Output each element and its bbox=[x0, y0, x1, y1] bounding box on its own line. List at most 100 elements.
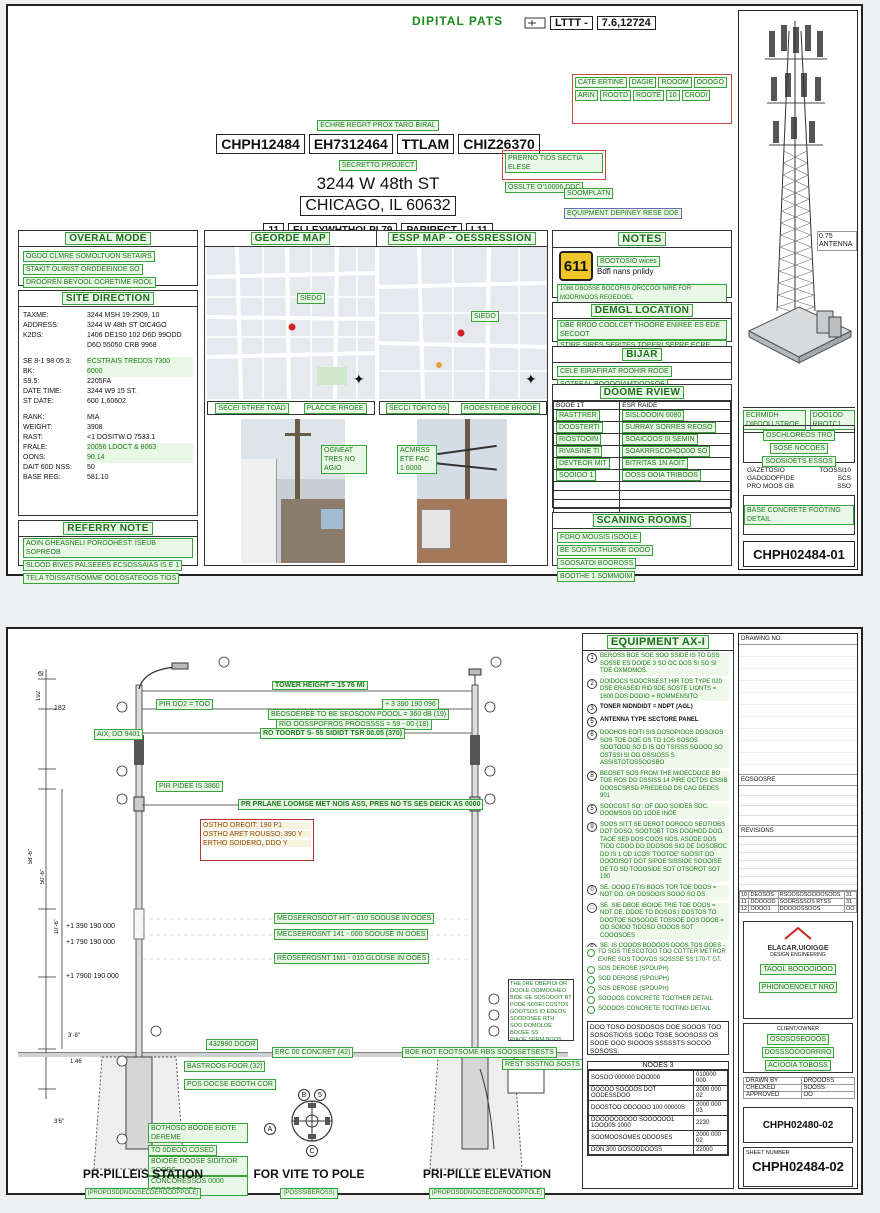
company-logo-icon bbox=[784, 926, 812, 940]
site-direction-row: S9.5:2205FA bbox=[19, 377, 197, 387]
doome-rview-title: DOOME RVIEW bbox=[599, 386, 685, 399]
site-id: TTLAM bbox=[396, 134, 455, 154]
measurement-1: MEOSEEROSOOT HIT - 010 SOOUSE IN OOES bbox=[274, 913, 435, 924]
site-id: EH7312464 bbox=[308, 134, 393, 154]
left-elevation-1: +1 390 190 000 bbox=[66, 923, 115, 930]
client-label: CLIENT/OWNER bbox=[776, 1026, 820, 1032]
site-direction-key: RANK: bbox=[23, 414, 45, 421]
demgl-location-line: DBE RRDO COOLCET THOORE ENIREE ES EDE SE… bbox=[557, 320, 727, 340]
map-right[interactable]: SIEDO ✦ bbox=[379, 247, 547, 399]
site-direction-key: WEIGHT: bbox=[23, 424, 53, 431]
red-callout-line-2: OSTHO ARET ROUSSO: 390 Y bbox=[203, 831, 311, 838]
view-title-1: PR-PILLEIS STATION bbox=[82, 1167, 204, 1181]
overall-mode-line: OGDO CLMRE SOMOLTUON SETAIRS bbox=[23, 251, 155, 262]
site-direction-row: BASE REG:581.10 bbox=[19, 473, 197, 483]
equipment-title: EQUIPMENT AX-I bbox=[606, 635, 710, 649]
equipment-tags: SOOMPLATN EQUIPMENT DEPINEY RESE DDE bbox=[564, 182, 682, 220]
map-left[interactable]: SIEDO ✦ bbox=[207, 247, 375, 399]
sheet-title: DIPITAL PATS bbox=[412, 14, 504, 28]
dim-label-8: 3'-8" bbox=[68, 1033, 80, 1039]
equipment-table-cell: DOOSTOO ODOOOO 100 00000S bbox=[588, 1100, 694, 1116]
equipment-legend-item: SOOOOS CONCRETE TOOTING DETAIL bbox=[598, 1006, 712, 1012]
callout-right-line: GOOTSOS IO EDEOS bbox=[510, 1009, 566, 1015]
callout-right-line: THE 0RE OBEPIOI OR OOOLE OOIMOOHEO bbox=[510, 981, 568, 994]
revision-cell: RSOOSOSOOOOSOOS bbox=[777, 891, 845, 899]
overall-mode-line: DROOREN BEYOOL OCRETIME ROOL bbox=[23, 277, 156, 288]
footer-note: BOIOEE DOOSE SIDITIOR SOOBS bbox=[148, 1156, 248, 1176]
site-direction-value: 50 bbox=[87, 464, 95, 471]
measurement-3: REOSEEROSNT 1M1 - 010 GLOUSE IN OOES bbox=[274, 953, 430, 964]
equipment-table-cell: DOOOOOOOOO SOOOOOO1 1OOO0S 1000 bbox=[588, 1115, 694, 1131]
equipment-legend-item: SOS DEROSE (SPOUPH) bbox=[598, 986, 669, 992]
view-sub-3: (PROPOSDDNOOSECDEROODPPOLE) bbox=[428, 1188, 546, 1199]
top-right-tag: 10 bbox=[665, 90, 680, 101]
equipment-item-text: SOOS SITT SE DEROT DOROCO SEOTIOBS DOT D… bbox=[600, 821, 729, 882]
site-direction-value: 3908 bbox=[87, 424, 103, 431]
callout-right-line: BIDE GE SOSOOOIT BT bbox=[510, 995, 572, 1001]
demgl-location-panel: DEMGL LOCATION DBE RRDO COOLCET THOORE E… bbox=[552, 302, 732, 360]
doome-rview-cell: SOAKRRSCOHOO0O SO bbox=[622, 446, 711, 457]
site-direction-key: ST DATE: bbox=[23, 398, 54, 405]
site-photo-right[interactable] bbox=[417, 419, 507, 563]
base-detail-label: BASE CONCRETE FOOTING DETAIL bbox=[744, 505, 854, 525]
site-direction-value: MIA bbox=[87, 414, 100, 421]
site-id: CHIZ26370 bbox=[458, 134, 540, 154]
legend-circle-icon bbox=[587, 976, 595, 984]
equipment-item-number: 5 bbox=[587, 717, 597, 727]
tower-box2-value: SSO bbox=[837, 483, 851, 490]
pole-label-2: AIX, DO 9401 bbox=[94, 729, 144, 740]
site-direction-row: TAXME:3244 MSH 19-2909, 10 bbox=[19, 311, 197, 321]
equipment-item-text: SOOCOST SO': OF DDO SOIDES SOC. DOOMSOS … bbox=[600, 803, 729, 819]
view-sub-1: (PROPOSDDNOOSECDEROODPPOLE) bbox=[84, 1188, 202, 1199]
doome-rview-cell: RASTTRER bbox=[556, 410, 600, 421]
site-photo-left[interactable] bbox=[241, 419, 345, 563]
photo-right-tag: ACMRSS ETE FAC 1 6000 bbox=[397, 445, 437, 474]
demgl-location-title: DEMGL LOCATION bbox=[590, 304, 694, 317]
site-direction-key: K2DS: bbox=[23, 332, 44, 339]
top-right-tag: ROOTE bbox=[633, 90, 664, 101]
call-811-badge-icon: 611 bbox=[559, 251, 593, 281]
site-direction-key: RAST: bbox=[23, 434, 43, 441]
equipment-item-text: DOIDOCS SOOCRSEST HIR TOS TYPE 020 DSE E… bbox=[600, 678, 729, 701]
company-logo-text: ELACAR.UIOIGGE bbox=[767, 945, 829, 952]
view-title-2: FOR VITE TO POLE bbox=[253, 1167, 365, 1181]
site-city: CHICAGO, IL 60632 bbox=[300, 196, 456, 216]
site-direction-value: 90.14 bbox=[87, 453, 193, 463]
tower-box-line: SOOSIOETS ESSOS bbox=[762, 456, 836, 467]
equipment-note: DOO TOSO DOSDOSOS DOE SOOOS TOO SOSOSTIO… bbox=[587, 1021, 729, 1055]
site-direction-panel: SITE DIRECTION TAXME:3244 MSH 19-2909, 1… bbox=[18, 290, 198, 516]
notes-text-1: BOOTOSIO wices bbox=[597, 255, 660, 267]
equipment-table-cell: 2000 000 02 bbox=[692, 1085, 729, 1101]
site-direction-value: ECSTRAIS TREDDS 7300 bbox=[87, 357, 193, 367]
site-direction-row: FRALE:20056 LDOCT & 8063 bbox=[19, 443, 197, 453]
equipment-legend-item: SOOOOS CONCRETE TOOTHER DETAIL bbox=[598, 996, 714, 1002]
site-direction-key: BK: bbox=[23, 368, 35, 375]
site-direction-value: 3244 W9 15 ST. bbox=[87, 388, 137, 395]
notes-sub: 1086 DBOSSE BOCOFIIS ORCCOOI NIRE FOR MO… bbox=[557, 284, 727, 304]
site-direction-key: S9.5: bbox=[23, 378, 40, 385]
equipment-table-cell: 2000 000 02 bbox=[692, 1130, 729, 1146]
notes-title: NOTES bbox=[618, 232, 666, 246]
pole-label-4: 182 bbox=[54, 705, 66, 712]
red-callout-line-3: ERTHO SOIDERO, DDO Y bbox=[203, 840, 311, 847]
equipment-item-text: SE. IS COOOS BOOOOS DOOS TOS DOES - SO D… bbox=[600, 943, 729, 947]
equipment-item-number: 5 bbox=[587, 803, 597, 814]
equipment-item-text: BEOSET SOS FROM THE MIDECDOCE BO TOE ROS… bbox=[600, 770, 729, 801]
left-elevation-2: +1 790 190 000 bbox=[66, 939, 115, 946]
top-right-tag: ARIN bbox=[575, 90, 598, 101]
site-direction-row: SE 8-1 98 05 3:ECSTRAIS TREDDS 7300 bbox=[19, 357, 197, 367]
referry-note-title: REFERRY NOTE bbox=[63, 522, 153, 535]
view-sub-2: (POSSSIBEROSS) bbox=[280, 1188, 338, 1199]
dim-label-1: 6I bbox=[38, 671, 44, 678]
equipment-item-number: 6 bbox=[587, 730, 597, 740]
legend-circle-icon bbox=[587, 1006, 595, 1014]
client-line: DOSSSOOOORRRO bbox=[761, 1047, 835, 1058]
